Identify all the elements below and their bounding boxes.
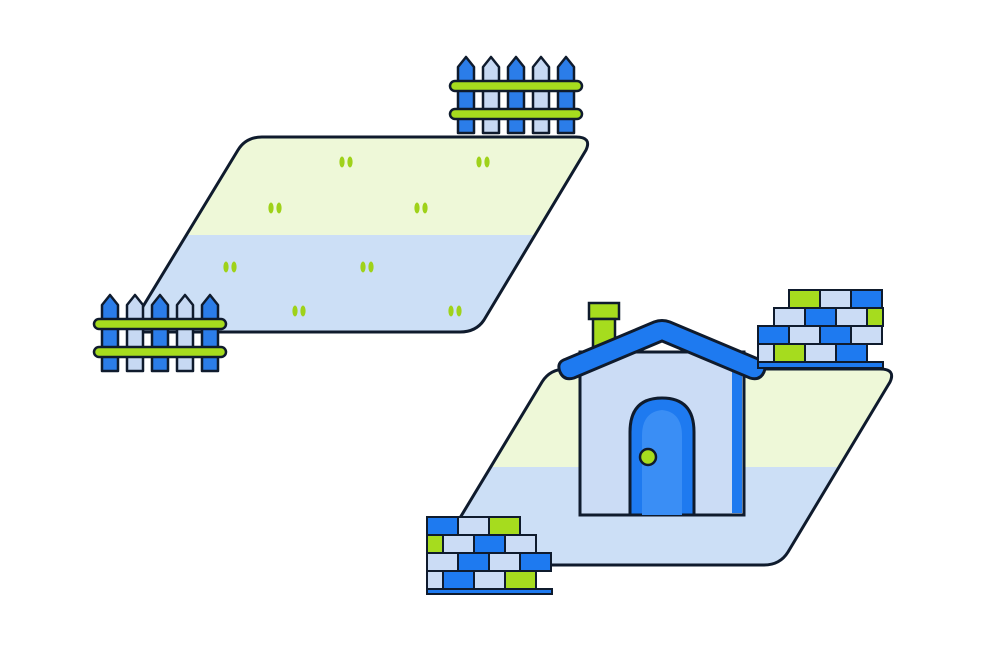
grass-tuft <box>339 156 353 168</box>
grass-tuft <box>360 261 374 273</box>
brick <box>773 343 806 363</box>
brick <box>788 289 821 309</box>
brick <box>866 307 884 327</box>
brick <box>426 570 444 590</box>
grass-tufts <box>223 156 490 317</box>
door-knob <box>638 447 658 467</box>
brick <box>850 289 883 309</box>
brick <box>757 343 775 363</box>
brick <box>473 534 506 554</box>
fence-rail <box>92 317 228 331</box>
fence-picket <box>125 293 145 373</box>
brick-base <box>757 361 884 369</box>
brick <box>788 325 821 345</box>
brick <box>457 516 490 536</box>
brick <box>504 534 537 554</box>
brick <box>850 325 883 345</box>
fence-picket <box>100 293 120 373</box>
fence-picket <box>456 55 476 135</box>
grass-tuft <box>223 261 237 273</box>
brick <box>504 570 537 590</box>
brick <box>804 307 837 327</box>
fence-top-icon <box>448 55 584 135</box>
brick <box>426 534 444 554</box>
chimney <box>587 301 621 321</box>
fence-picket <box>556 55 576 135</box>
brick-wall-right-icon <box>757 289 884 369</box>
grass-tuft <box>476 156 490 168</box>
fence-picket <box>175 293 195 373</box>
fence-left-icon <box>92 293 228 373</box>
brick <box>426 516 459 536</box>
fence-picket <box>200 293 220 373</box>
brick <box>442 570 475 590</box>
brick <box>426 552 459 572</box>
fence-picket <box>481 55 501 135</box>
brick <box>835 307 868 327</box>
fence-rail <box>448 107 584 121</box>
brick <box>488 516 521 536</box>
brick <box>757 325 790 345</box>
brick <box>457 552 490 572</box>
brick <box>519 552 552 572</box>
door-panel <box>642 410 682 515</box>
brick <box>773 307 806 327</box>
fence-rail <box>448 79 584 93</box>
brick <box>835 343 868 363</box>
brick <box>819 289 852 309</box>
grass-tuft <box>268 202 282 214</box>
fence-picket <box>150 293 170 373</box>
brick <box>442 534 475 554</box>
fence-rail <box>92 345 228 359</box>
brick <box>473 570 506 590</box>
grass-tuft <box>292 305 306 317</box>
brick <box>804 343 837 363</box>
brick-base <box>426 588 553 595</box>
grass-tuft <box>414 202 428 214</box>
brick-wall-left-icon <box>426 516 553 595</box>
brick <box>488 552 521 572</box>
fence-picket <box>506 55 526 135</box>
house-icon <box>557 301 767 517</box>
brick <box>819 325 852 345</box>
grass-tuft <box>448 305 462 317</box>
fence-picket <box>531 55 551 135</box>
house-wall-shade <box>732 370 742 513</box>
